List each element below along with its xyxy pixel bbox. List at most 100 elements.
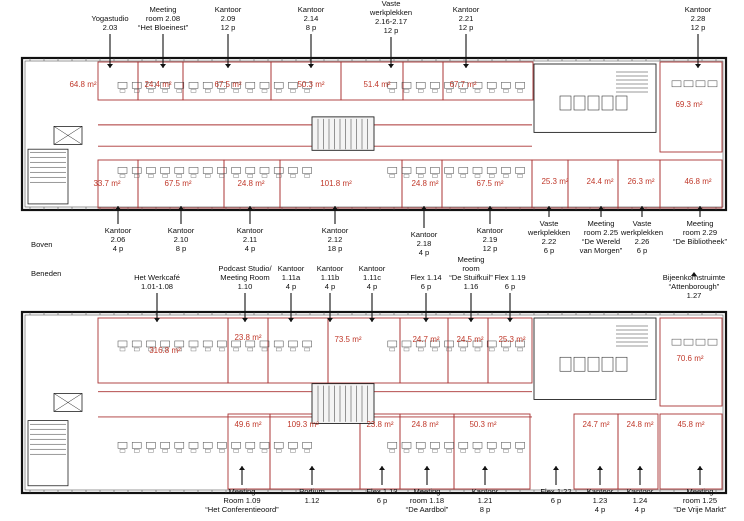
room-label-line: werkplekken — [620, 228, 664, 237]
room-label-line: 1.23 — [592, 496, 608, 505]
toilet-cubicle — [559, 95, 572, 111]
room-label-line: room 1.25 — [682, 496, 718, 505]
elevator-cross — [53, 393, 83, 412]
desk — [302, 82, 312, 89]
room-label-upper-bottom: Bijeenkomstruimte“Attenborough”1.27 — [663, 273, 725, 300]
desk — [217, 340, 227, 348]
room-area-label: 24.8 m² — [237, 179, 264, 188]
room-label-line: Flex 1.13 — [366, 487, 398, 496]
desk — [458, 82, 469, 89]
room-area-label: 23.8 m² — [366, 420, 393, 429]
desk — [387, 82, 398, 89]
desk — [387, 340, 398, 348]
room-label-line: 1.11a — [281, 273, 301, 282]
desk — [245, 82, 256, 89]
desk — [273, 442, 284, 449]
label-arrowhead — [154, 318, 160, 322]
desk — [273, 340, 284, 348]
desk — [486, 167, 497, 174]
desk — [683, 338, 694, 346]
label-arrowhead — [482, 466, 488, 470]
room-area-label: 45.8 m² — [677, 420, 704, 429]
desk — [217, 167, 227, 174]
chair — [247, 174, 254, 178]
chair — [446, 89, 452, 93]
label-arrowhead — [487, 206, 493, 210]
room-area-label: 24.4 m² — [586, 177, 613, 186]
room-outline — [442, 61, 534, 101]
label-arrowhead — [308, 64, 314, 68]
chair — [418, 89, 424, 93]
chair — [233, 89, 239, 93]
room-label-line: Meeting — [228, 487, 256, 496]
room-area-label: 26.3 m² — [627, 177, 654, 186]
room-label-line: Vaste — [381, 0, 401, 8]
chair — [389, 174, 395, 178]
label-arrowhead — [247, 206, 253, 210]
desk — [131, 82, 142, 89]
chair — [276, 89, 282, 93]
desk — [387, 442, 398, 449]
toilet-cubicle — [615, 356, 628, 372]
room-label-line: room 1.18 — [409, 496, 445, 505]
room-label-line: Kantoor — [626, 487, 654, 496]
room-label-line: 2.21 — [458, 14, 474, 23]
chair — [290, 89, 296, 93]
room-label-line: Meeting — [686, 487, 714, 496]
label-arrowhead — [239, 466, 245, 470]
room-outline — [402, 61, 444, 101]
desk — [245, 442, 256, 449]
chair — [432, 347, 438, 352]
chair — [276, 449, 282, 453]
elevator-shaft — [53, 126, 83, 145]
room-label-line: “De Vrije Markt” — [673, 505, 727, 514]
room-label-line: Het Werkcafé — [134, 273, 180, 282]
room-label-line: 2.11 — [242, 235, 258, 244]
chair — [276, 347, 282, 352]
desk — [472, 82, 483, 89]
desk — [117, 82, 128, 89]
room-label-line: Kantoor — [586, 487, 614, 496]
room-label-line: 2.14 — [303, 14, 319, 23]
room-label-line: Meeting Room — [220, 273, 270, 282]
chair — [503, 89, 509, 93]
room-label-line: Meeting — [457, 255, 485, 264]
chair — [446, 449, 452, 453]
room-area-label: 24.8 m² — [626, 420, 653, 429]
service-core — [533, 63, 657, 133]
chair — [432, 449, 438, 453]
desk — [430, 167, 440, 174]
desk — [231, 442, 241, 449]
room-area-label: 67.5 m² — [476, 179, 503, 188]
label-arrowhead — [379, 466, 385, 470]
room-area-label: 24.7 m² — [582, 420, 609, 429]
desk — [131, 340, 142, 348]
room-label-line: 4 p — [244, 244, 256, 253]
room-label-line: Meeting — [587, 219, 615, 228]
stair-core — [27, 420, 69, 487]
label-arrowhead — [691, 272, 697, 276]
room-area-label: 316.8 m² — [149, 346, 181, 355]
room-area-label: 25.3 m² — [498, 335, 525, 344]
room-outline — [659, 61, 723, 153]
room-label-line: Meeting — [149, 5, 177, 14]
room-label-line: 2.22 — [541, 237, 557, 246]
room-area-label: 67.5 m² — [214, 80, 241, 89]
room-label-line: Flex 1.22 — [540, 487, 572, 496]
chair — [133, 449, 140, 453]
desk — [671, 80, 682, 88]
room-label-line: 6 p — [550, 496, 562, 505]
chair — [204, 174, 211, 178]
inner-wall — [24, 314, 724, 491]
room-label-line: Room 1.09 — [223, 496, 261, 505]
room-label-line: van Morgen” — [579, 246, 623, 255]
desk — [415, 442, 426, 449]
desk — [259, 442, 270, 449]
chair — [418, 174, 424, 178]
room-area-label: 25.3 m² — [541, 177, 568, 186]
chair — [389, 449, 395, 453]
